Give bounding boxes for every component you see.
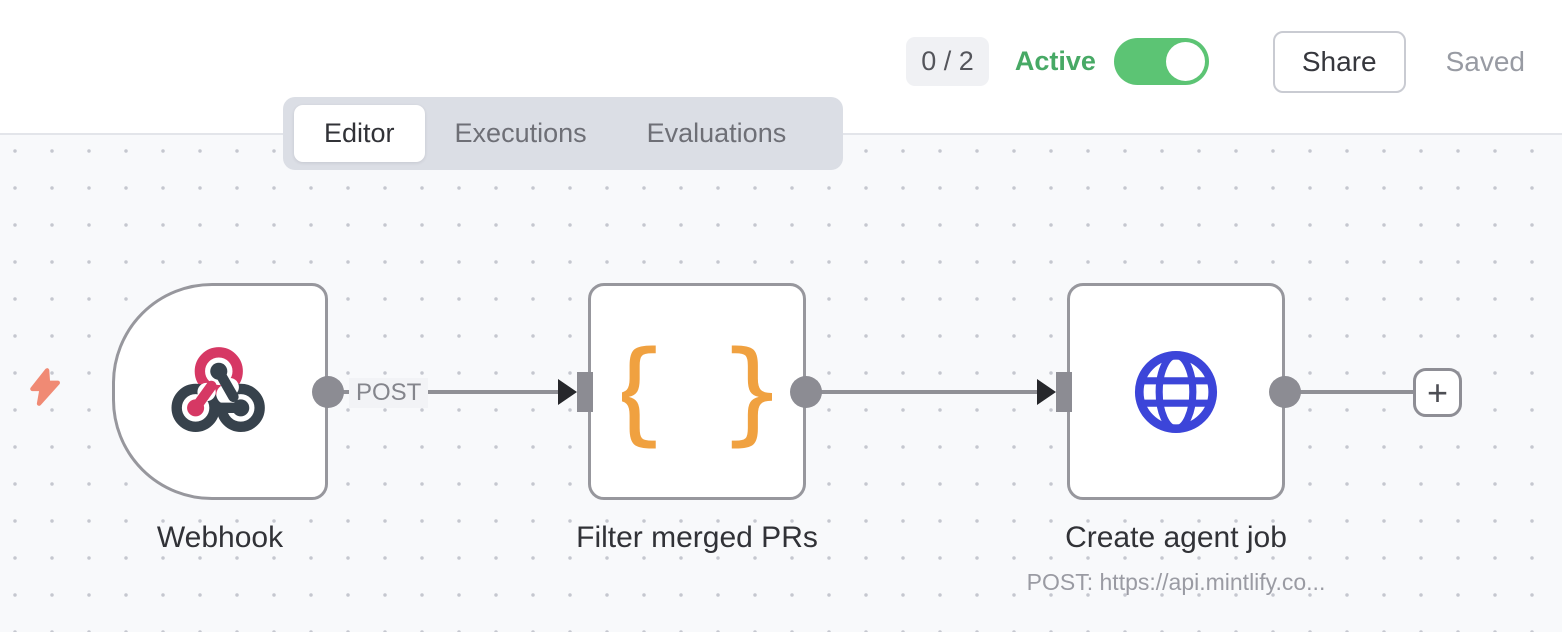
node-subtitle-create-agent-job: POST: https://api.mintlify.co... bbox=[1026, 569, 1326, 595]
view-tabs: Editor Executions Evaluations bbox=[283, 97, 843, 170]
filter-node-output-connector[interactable] bbox=[790, 376, 822, 408]
connection-arrow-1 bbox=[558, 379, 577, 405]
add-node-button[interactable]: + bbox=[1413, 368, 1462, 417]
workflow-canvas[interactable]: POST bbox=[0, 135, 1562, 632]
active-toggle[interactable] bbox=[1113, 38, 1209, 85]
toggle-knob bbox=[1165, 42, 1205, 81]
tab-editor[interactable]: Editor bbox=[294, 105, 425, 162]
http-node-output-connector[interactable] bbox=[1269, 376, 1301, 408]
webhook-output-connector[interactable] bbox=[312, 376, 344, 408]
node-filter-merged-prs[interactable]: { } bbox=[588, 283, 806, 500]
webhook-icon bbox=[171, 346, 265, 432]
trigger-bolt-icon bbox=[30, 368, 60, 406]
execution-count-badge: 0 / 2 bbox=[906, 37, 989, 86]
filter-node-input-connector[interactable] bbox=[577, 372, 593, 412]
tab-executions[interactable]: Executions bbox=[454, 118, 587, 148]
globe-icon bbox=[1134, 350, 1218, 433]
node-title-filter-merged-prs: Filter merged PRs bbox=[576, 521, 818, 554]
http-node-input-connector[interactable] bbox=[1056, 372, 1072, 412]
connection-line-1[interactable] bbox=[340, 390, 559, 394]
connection-line-2[interactable] bbox=[820, 390, 1038, 394]
active-label: Active bbox=[1014, 46, 1096, 76]
node-create-agent-job[interactable] bbox=[1067, 283, 1285, 500]
connection-arrow-2 bbox=[1037, 379, 1056, 405]
node-webhook[interactable] bbox=[112, 283, 328, 500]
saved-status: Saved bbox=[1445, 45, 1525, 77]
svg-text:{ }: { } bbox=[622, 328, 772, 457]
connection-line-3[interactable] bbox=[1299, 390, 1415, 394]
code-braces-icon: { } bbox=[622, 328, 772, 457]
connection-label-post: POST bbox=[349, 378, 429, 408]
node-title-create-agent-job: Create agent job bbox=[1065, 521, 1287, 554]
node-title-webhook: Webhook bbox=[156, 521, 284, 554]
share-button[interactable]: Share bbox=[1272, 30, 1406, 93]
tab-evaluations[interactable]: Evaluations bbox=[646, 118, 787, 148]
